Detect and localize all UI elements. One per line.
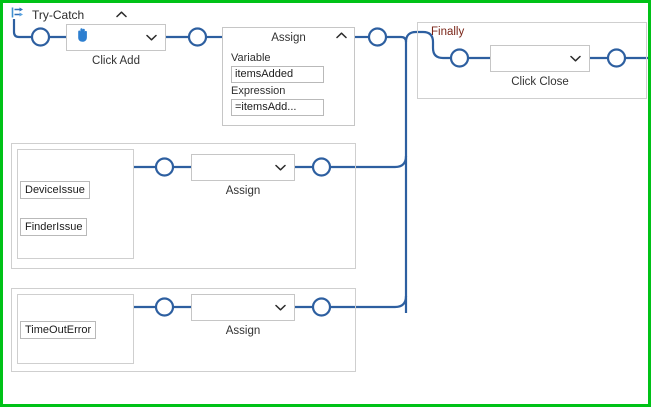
try-catch-header[interactable]: Try-Catch [11,6,84,24]
chevron-down-icon[interactable] [275,304,286,311]
exception-chip[interactable]: FinderIssue [20,218,88,236]
chevron-down-icon[interactable] [570,55,581,62]
connector-node[interactable] [30,27,51,47]
node-caption-click-add: Click Add [92,55,140,67]
node-assign-expanded[interactable]: Assign Variable itemsAdded Expression =i… [222,27,355,126]
chevron-up-icon[interactable] [336,32,347,39]
connector-node[interactable] [187,27,208,47]
node-assign-title: Assign [271,32,306,44]
chevron-down-icon[interactable] [275,164,286,171]
exception-chip[interactable]: DeviceIssue [20,181,90,199]
node-assign-body: Variable itemsAdded Expression =itemsAdd… [223,48,354,122]
try-catch-title: Try-Catch [32,8,85,22]
finally-label: Finally [431,26,465,38]
node-assign-2[interactable] [191,294,295,321]
exception-list-1[interactable] [17,149,134,259]
exception-chip[interactable]: TimeOutError [20,321,97,339]
node-click-close[interactable] [490,45,590,72]
catch-branch-scope-2[interactable] [11,288,356,372]
node-caption-assign-1: Assign [225,185,261,197]
node-assign-header[interactable]: Assign [223,28,354,48]
node-assign-1[interactable] [191,154,295,181]
catch-branch-scope-1[interactable] [11,143,356,269]
try-catch-icon [11,6,26,25]
expression-input[interactable]: =itemsAdd... [231,99,324,116]
node-caption-click-close: Click Close [511,76,569,88]
variable-input[interactable]: itemsAdded [231,66,324,83]
chevron-up-icon[interactable] [113,7,129,21]
exception-list-2[interactable] [17,294,134,364]
node-caption-assign-2: Assign [225,325,261,337]
node-click-add[interactable] [66,24,166,51]
expression-label: Expression [231,85,286,97]
finally-scope[interactable] [417,22,647,99]
variable-label: Variable [231,52,271,64]
hand-click-icon [75,27,90,48]
connector-node[interactable] [367,27,388,47]
chevron-down-icon[interactable] [146,34,157,41]
